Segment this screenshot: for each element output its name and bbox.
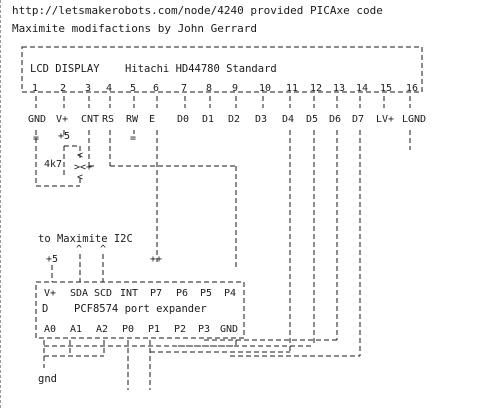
expander-top-pin-label: V+ xyxy=(44,288,56,299)
lcd-pin-number: 14 xyxy=(356,83,368,94)
lcd-pin-number: 6 xyxy=(153,83,159,94)
lcd-pin-number: 15 xyxy=(380,83,392,94)
expander-top-pin-label: P7 xyxy=(150,288,162,299)
lcd-model: Hitachi HD44780 Standard xyxy=(125,63,277,75)
lcd-pin-label: D7 xyxy=(352,114,364,125)
expander-bottom-pin-label: P2 xyxy=(174,324,186,335)
gnd-label: gnd xyxy=(38,373,57,385)
lcd-pin-label: RW xyxy=(126,114,139,125)
lcd-pin-number: 2 xyxy=(60,83,66,94)
lcd-pin-number: 7 xyxy=(181,83,187,94)
expander-box xyxy=(35,281,245,339)
lcd-pin-number: 5 xyxy=(130,83,136,94)
expander-bottom-pins: A0 A1 A2 P0 P1 P2 P3 GND xyxy=(44,324,238,335)
i2c-arrow-sda: ^ xyxy=(76,244,82,255)
expander-top-pin-label: INT xyxy=(120,288,138,299)
lcd-pin-number: 1 xyxy=(32,83,38,94)
expander-d-label: D xyxy=(42,303,48,315)
lcd-pin-label: D5 xyxy=(306,114,318,125)
expander-top-pins: V+ SDA SCD INT P7 P6 P5 P4 xyxy=(44,288,236,299)
lcd-pin-label: LV+ xyxy=(376,114,394,125)
lcd-pin-label: E xyxy=(149,114,155,125)
lcd-pin-label: D4 xyxy=(282,114,294,125)
expander-top-pin-label: P4 xyxy=(224,288,236,299)
lcd-pin-label: D1 xyxy=(202,114,214,125)
url-line: http://letsmakerobots.com/node/4240 prov… xyxy=(12,4,383,17)
expander-top-pin-label: SCD xyxy=(94,288,112,299)
expander-bottom-pin-label: P0 xyxy=(122,324,134,335)
lcd-pin-label: RS xyxy=(102,114,114,125)
lcd-pin-label: LGND xyxy=(402,114,426,125)
lcd-pin-number: 10 xyxy=(259,83,271,94)
i2c-arrow-scd: ^ xyxy=(100,244,106,255)
lcd-pin-number: 9 xyxy=(232,83,238,94)
i2c-label: to Maximite I2C xyxy=(38,233,133,245)
lcd-box xyxy=(21,46,423,93)
data-wires xyxy=(150,130,411,357)
control-wires xyxy=(109,130,237,270)
lcd-pin-number: 8 xyxy=(206,83,212,94)
lcd-pin-number: 3 xyxy=(85,83,91,94)
lcd-pin-number: 16 xyxy=(406,83,418,94)
pot-supply-label: +5 xyxy=(58,131,70,142)
lcd-pin-number: 12 xyxy=(310,83,322,94)
pot-value-label: 4k7 xyxy=(44,159,62,170)
e-junction: ++ xyxy=(150,254,162,265)
address-gnd-bus: gnd xyxy=(38,340,237,390)
lcd-pin-number: 11 xyxy=(286,83,298,94)
lcd-pin-label: V+ xyxy=(56,114,68,125)
lcd-pin-label: GND xyxy=(28,114,46,125)
lcd-pin-label: D6 xyxy=(329,114,341,125)
expander-top-pin-label: SDA xyxy=(70,288,88,299)
expander-bottom-pin-label: A1 xyxy=(70,324,82,335)
expander-bottom-pin-label: A0 xyxy=(44,324,56,335)
rw-gnd-symbol: = xyxy=(130,133,136,144)
lcd-title: LCD DISPLAY xyxy=(30,63,100,75)
lcd-pin-label: D2 xyxy=(228,114,240,125)
contrast-pot-network: +5 = = 4k7 < ><+ < xyxy=(33,130,136,187)
expander-top-pin-label: P5 xyxy=(200,288,212,299)
lcd-pin-label: D3 xyxy=(255,114,267,125)
pot-zig-1: < xyxy=(77,150,83,161)
lcd-pin-label: D0 xyxy=(177,114,189,125)
credit-line: Maximite modifactions by John Gerrard xyxy=(12,22,257,35)
lcd-pin-label: CNT xyxy=(81,114,99,125)
expander-top-pin-label: P6 xyxy=(176,288,188,299)
lcd-pin-number: 13 xyxy=(333,83,345,94)
expander-bottom-pin-label: A2 xyxy=(96,324,108,335)
pot-wiper: ><+ xyxy=(74,162,92,173)
left-gutter-line xyxy=(0,0,5,408)
pot-zig-2: < xyxy=(77,172,83,183)
lcd-pin-number: 4 xyxy=(106,83,112,94)
expander-bottom-pin-label: P1 xyxy=(148,324,160,335)
expander-supply-label: +5 xyxy=(46,254,58,265)
expander-bottom-pin-label: P3 xyxy=(198,324,210,335)
expander-bottom-pin-label: GND xyxy=(220,324,238,335)
expander-name: PCF8574 port expander xyxy=(74,303,207,315)
